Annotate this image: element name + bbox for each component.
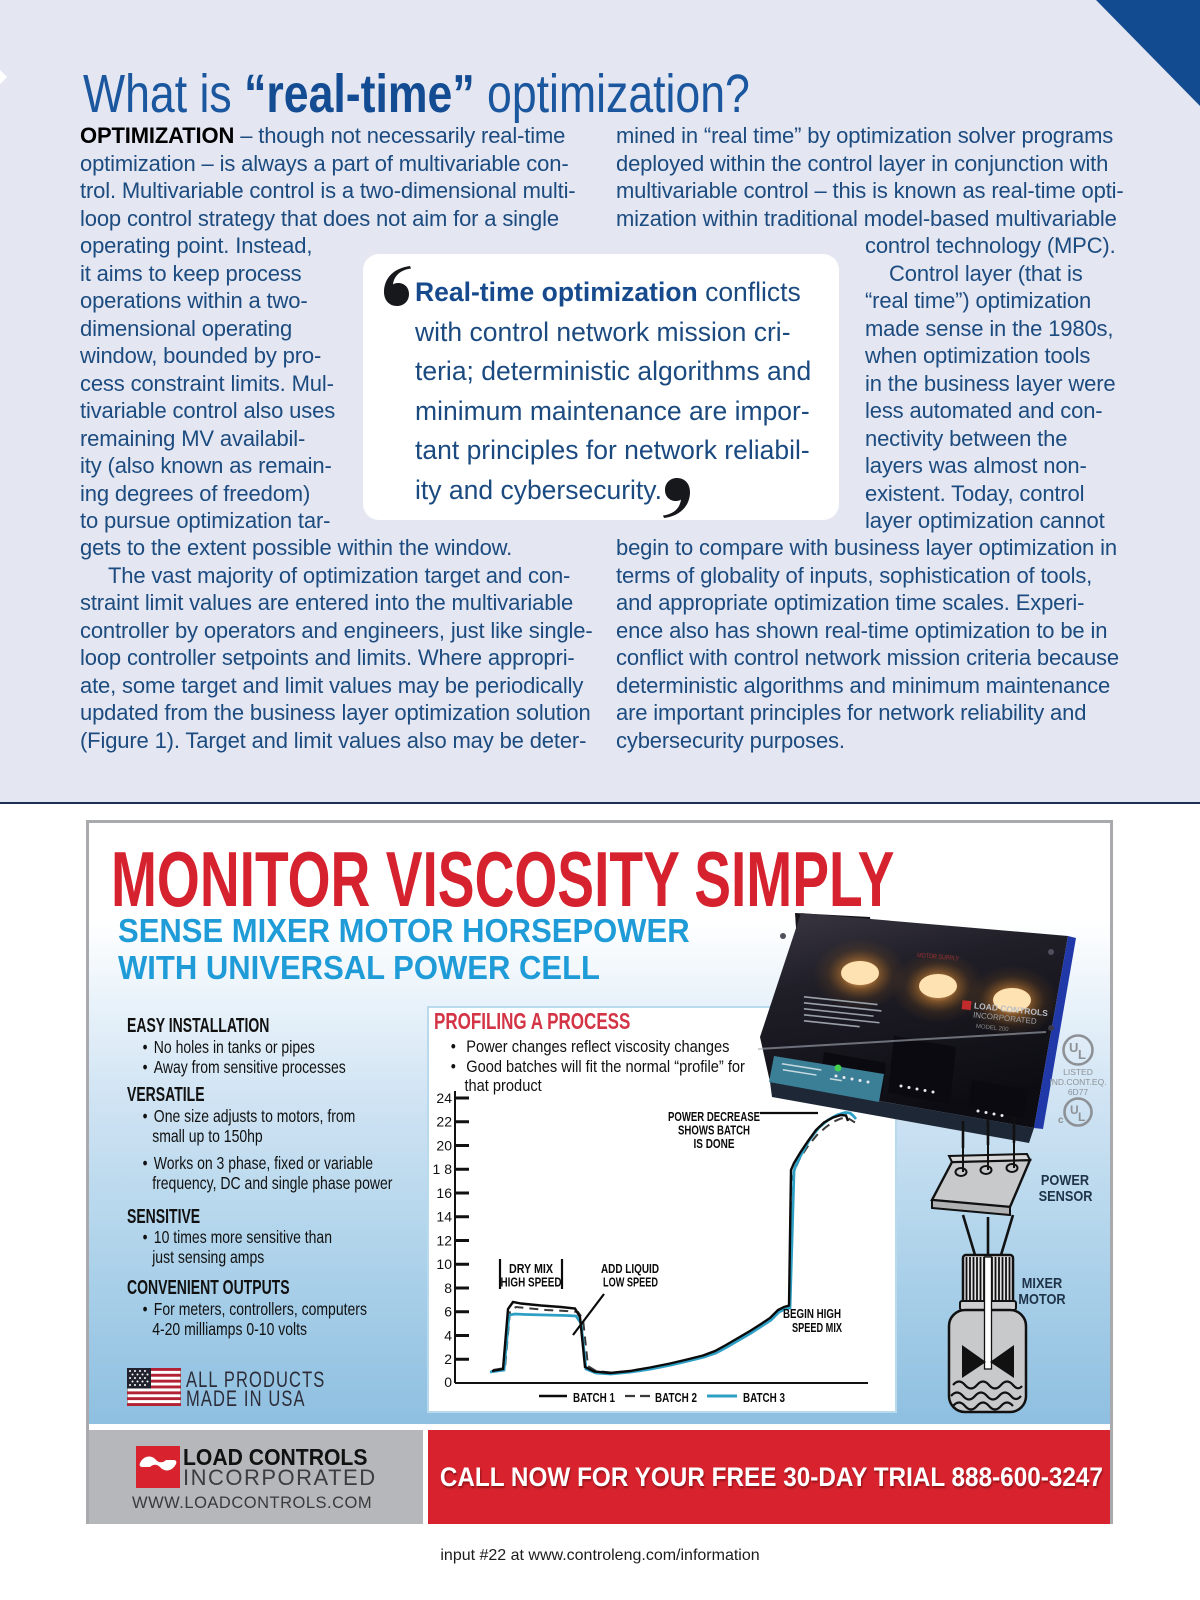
svg-text:24: 24 [436, 1090, 452, 1106]
svg-text:22: 22 [436, 1114, 452, 1130]
svg-text:SPEED MIX: SPEED MIX [792, 1321, 842, 1335]
svg-text:L: L [1078, 1110, 1085, 1124]
svg-text:14: 14 [436, 1209, 452, 1225]
svg-text:20: 20 [436, 1138, 452, 1154]
svg-text:MODEL 200: MODEL 200 [976, 1024, 1010, 1033]
svg-text:BEGIN HIGH: BEGIN HIGH [783, 1307, 841, 1321]
svg-text:0: 0 [444, 1374, 452, 1390]
svg-text:U: U [1070, 1103, 1079, 1117]
svg-text:c: c [1058, 1115, 1064, 1126]
svg-text:LISTED: LISTED [1063, 1067, 1093, 1077]
svg-text:2: 2 [444, 1351, 452, 1367]
svg-text:ADD LIQUID: ADD LIQUID [601, 1262, 659, 1276]
svg-text:DRY MIX: DRY MIX [509, 1262, 554, 1276]
svg-text:HIGH SPEED: HIGH SPEED [501, 1276, 562, 1290]
svg-text:4: 4 [444, 1328, 452, 1344]
svg-text:BATCH 1: BATCH 1 [573, 1390, 615, 1405]
svg-text:IND.CONT.EQ.: IND.CONT.EQ. [1049, 1077, 1106, 1087]
svg-text:LOW SPEED: LOW SPEED [603, 1276, 658, 1290]
svg-text:POWER DECREASE: POWER DECREASE [668, 1110, 760, 1124]
svg-text:6D77: 6D77 [1068, 1087, 1089, 1097]
svg-text:BATCH 3: BATCH 3 [743, 1390, 785, 1405]
svg-text:10: 10 [436, 1256, 452, 1272]
svg-text:U: U [1069, 1040, 1078, 1055]
svg-text:BATCH 2: BATCH 2 [655, 1390, 697, 1405]
svg-text:12: 12 [436, 1233, 452, 1249]
svg-text:L: L [1078, 1047, 1086, 1062]
svg-text:16: 16 [436, 1185, 452, 1201]
svg-text:8: 8 [444, 1280, 452, 1296]
svg-text:1 8: 1 8 [433, 1161, 453, 1177]
svg-text:6: 6 [444, 1304, 452, 1320]
svg-text:IS DONE: IS DONE [694, 1137, 735, 1151]
svg-text:SHOWS BATCH: SHOWS BATCH [678, 1124, 750, 1138]
svg-text:MOTOR SUPPLY: MOTOR SUPPLY [917, 952, 960, 963]
